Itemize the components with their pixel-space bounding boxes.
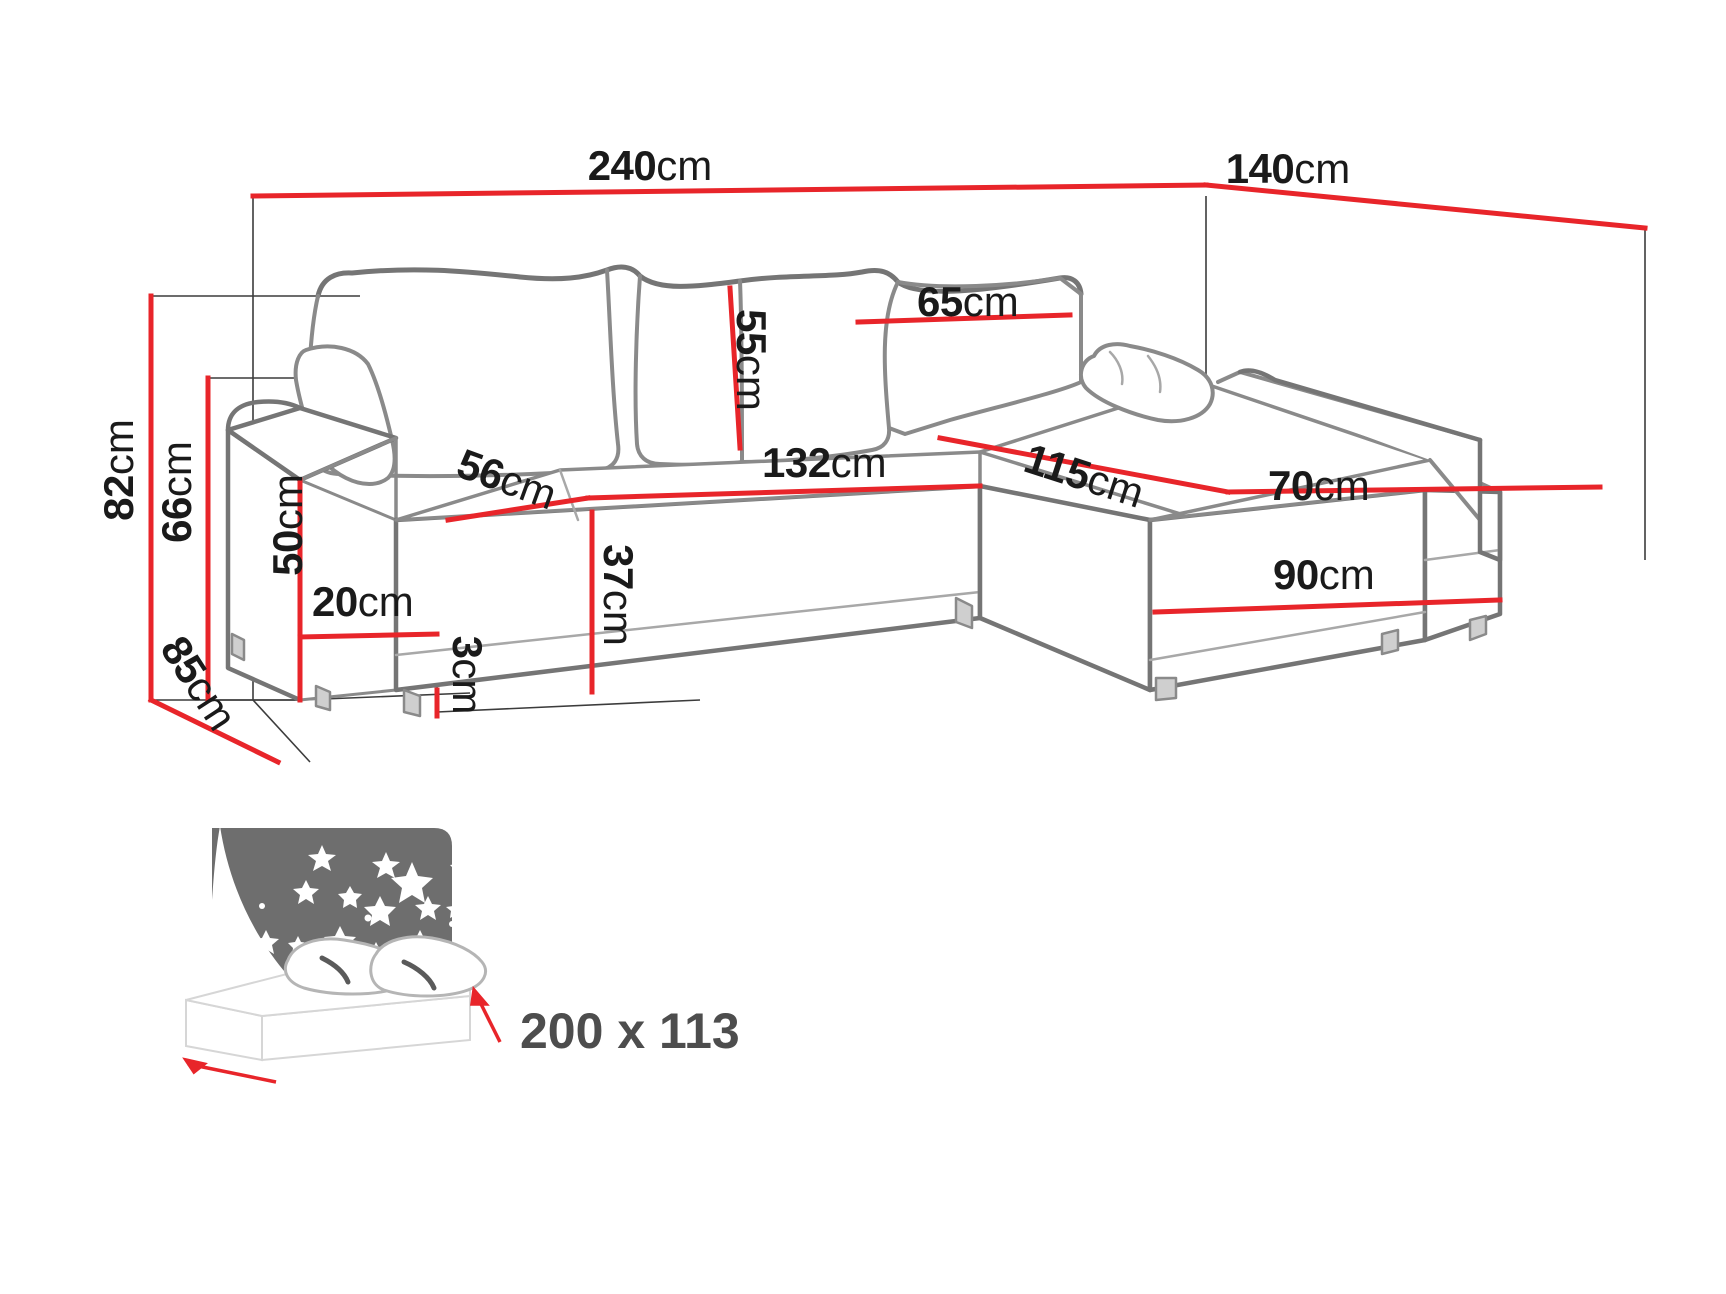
- dimension-label-armrest-height: 50cm: [264, 474, 311, 576]
- dimension-label-backrest-cushion-h: 55cm: [728, 309, 775, 411]
- dimline-132: [585, 483, 983, 501]
- dimension-label-seat-width: 132cm: [762, 439, 887, 486]
- dimension-label-chaise-depth: 140cm: [1226, 145, 1351, 192]
- dimline-65: [855, 312, 1073, 325]
- dimline-55: [727, 285, 743, 451]
- dimension-value: 132: [762, 439, 831, 486]
- dimension-value: 65: [917, 278, 963, 325]
- dimension-unit: cm: [595, 590, 642, 646]
- dimension-unit: cm: [95, 419, 142, 475]
- dimension-label-backrest-height: 66cm: [153, 441, 200, 543]
- dimension-value: 82: [95, 475, 142, 521]
- dimension-unit: cm: [656, 142, 712, 189]
- dimension-value: 55: [728, 309, 775, 355]
- dimension-value: 66: [153, 497, 200, 543]
- dimline-20: [297, 631, 440, 640]
- dimension-value: 3: [444, 636, 491, 659]
- dimension-unit: cm: [963, 278, 1019, 325]
- dimline-140: [1203, 182, 1648, 231]
- dimline-115: [937, 435, 1231, 495]
- dimension-label-chaise-seat-width: 70cm: [1268, 462, 1370, 509]
- dimension-label-overall-width: 240cm: [588, 142, 713, 189]
- dimension-unit: cm: [358, 578, 414, 625]
- dimension-unit: cm: [1314, 462, 1370, 509]
- moon-sweep: [212, 826, 322, 1008]
- bed-width-arrow: [469, 985, 502, 1043]
- dimension-label-armrest-width: 20cm: [312, 578, 414, 625]
- sofa-outline: [225, 264, 1503, 718]
- dimline-70: [1225, 484, 1603, 495]
- sleep-bed-icon: [182, 826, 559, 1084]
- bed-size-label-group: 200 x 113: [520, 1003, 740, 1059]
- dimension-label-ground-clearance: 3cm: [444, 636, 491, 715]
- dimension-value: 50: [264, 530, 311, 576]
- dimension-unit: cm: [1319, 551, 1375, 598]
- dimline-240: [250, 182, 1209, 199]
- dimension-value: 90: [1273, 551, 1319, 598]
- dimension-lines: [147, 182, 1648, 766]
- dimension-unit: cm: [153, 441, 200, 497]
- dimension-unit: cm: [831, 439, 887, 486]
- dimension-value: 20: [312, 578, 358, 625]
- dimension-label-chaise-back-width: 65cm: [917, 278, 1019, 325]
- dimension-unit: cm: [444, 658, 491, 714]
- dimline-56: [445, 495, 591, 523]
- bed-size-label: 200 x 113: [520, 1003, 740, 1059]
- dimline-90: [1152, 597, 1503, 615]
- dimension-label-seat-height: 37cm: [595, 544, 642, 646]
- dimension-value: 140: [1226, 145, 1295, 192]
- dimension-unit: cm: [1294, 145, 1350, 192]
- pillow-right: [369, 935, 487, 998]
- dimension-value: 37: [595, 544, 642, 590]
- dimension-unit: cm: [728, 355, 775, 411]
- dimline-85: [147, 696, 282, 766]
- dimension-value: 70: [1268, 462, 1314, 509]
- dimension-label-overall-height: 82cm: [95, 419, 142, 521]
- bed-length-arrow: [182, 1057, 277, 1084]
- dimension-label-chaise-base-width: 90cm: [1273, 551, 1375, 598]
- dimension-value: 240: [588, 142, 657, 189]
- dimension-unit: cm: [264, 474, 311, 530]
